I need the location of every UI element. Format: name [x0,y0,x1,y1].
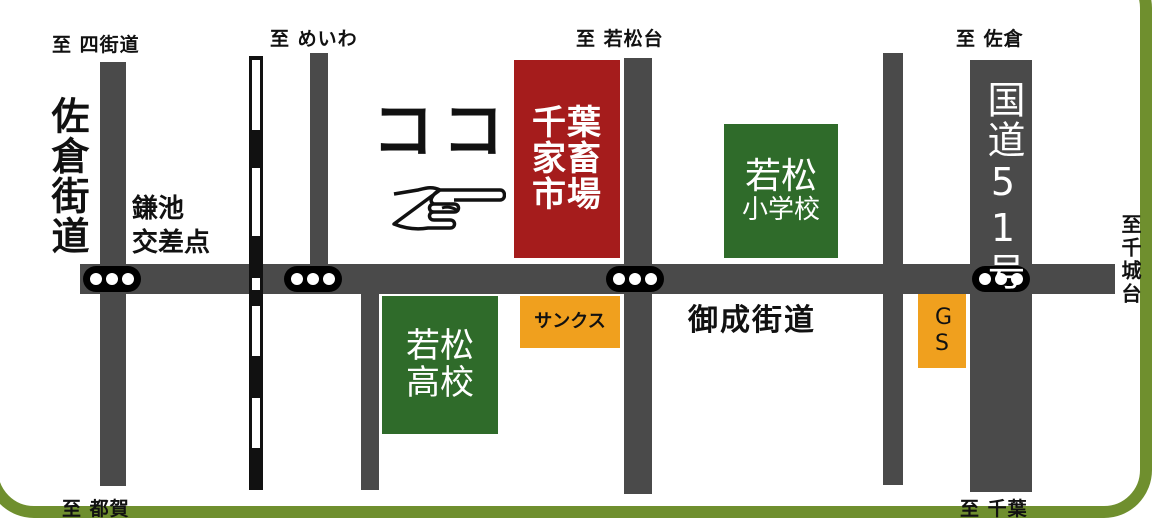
label-to-wakamatsudai: 至 若松台 [576,28,664,50]
building-chiba-livestock-market: 千葉家畜市場 [514,60,620,258]
label-to-sakura: 至 佐倉 [956,28,1024,50]
market-label: 千葉家畜市場 [532,102,602,216]
pointing-hand-icon [392,185,506,231]
gas-station: GS [918,294,966,368]
label-to-tsuga: 至 都賀 [62,498,130,520]
sunkus-label: サンクス [534,311,606,333]
high-label-2: 高校 [406,363,474,403]
label-sakura-kaido: 佐倉街道 [45,96,89,256]
traffic-signal-icon [606,266,664,292]
road-meiwa [310,53,328,275]
label-koko: ココ [372,94,513,167]
label-route51: 国道51号 [981,80,1025,292]
label-onari-kaido: 御成街道 [688,303,816,338]
building-wakamatsu-high: 若松 高校 [382,296,498,434]
railway-line [249,56,263,490]
store-sunkus: サンクス [520,296,620,348]
label-to-chiba: 至 千葉 [960,498,1028,520]
traffic-signal-icon [972,266,1030,292]
label-to-chishirodai: 至千城台 [1118,214,1142,306]
label-kamaike-2: 交差点 [132,228,211,258]
label-to-yotsukaido: 至 四街道 [52,34,140,56]
building-wakamatsu-elementary: 若松 小学校 [724,124,838,258]
road-onari-kaido [80,264,1115,294]
elementary-label-2: 小学校 [741,195,820,226]
traffic-signal-icon [83,266,141,292]
label-kamaike-1: 鎌池 [132,194,185,224]
elementary-label-1: 若松 [744,155,817,197]
high-label-1: 若松 [406,326,474,367]
label-to-meiwa: 至 めいわ [270,28,358,50]
gs-label: GS [935,304,953,356]
traffic-signal-icon [284,266,342,292]
road-meiwa-south [361,290,379,490]
